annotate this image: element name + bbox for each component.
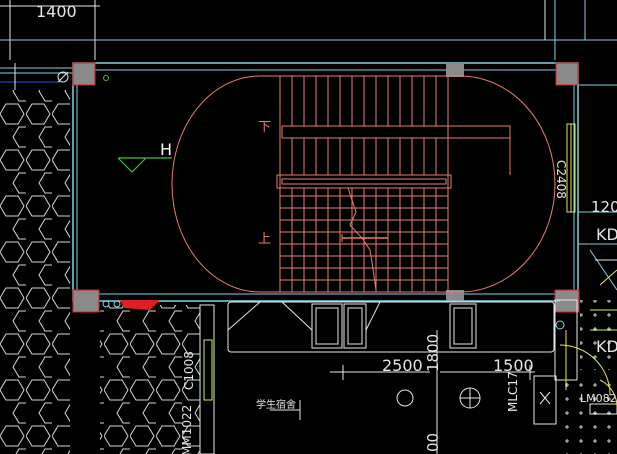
kd-label-top: KD — [596, 225, 617, 244]
door-mlc17-label: MLC17 — [506, 371, 520, 412]
dim-1500: 1500 — [493, 356, 534, 375]
level-marker-icon — [117, 157, 172, 173]
kd-label-bottom: KD — [596, 337, 617, 356]
dim-1400: 1400 — [36, 2, 77, 21]
window-c2408-label: C2408 — [554, 160, 568, 199]
cross-hatch-right — [580, 300, 617, 370]
window-c1008-label: C1008 — [182, 351, 196, 390]
window-c1008 — [203, 339, 213, 401]
dim-1800: 1800 — [424, 333, 442, 372]
column-bottom-left — [72, 289, 100, 313]
stairwell-wall — [72, 62, 579, 302]
door-mm1022-label: MM1022 — [180, 404, 194, 454]
level-mark-label: H — [160, 140, 173, 159]
column-top-right — [555, 62, 579, 86]
dim-120: 120 — [591, 198, 617, 216]
dim-bottom-00: 00 — [424, 432, 442, 452]
column-bottom-middle — [446, 290, 464, 302]
room-label: 学生宿舍 — [256, 400, 296, 411]
cross-hatch-bottom-right — [560, 380, 617, 454]
stair-down-label: 下 — [258, 120, 272, 135]
stair-treads — [279, 76, 448, 292]
column-top-left — [72, 62, 96, 86]
dim-2500: 2500 — [382, 356, 423, 375]
door-swing-red — [120, 300, 160, 310]
code-lm082-label: LM082 — [580, 392, 617, 405]
ground-hatch-bottom — [100, 305, 200, 454]
column-top-middle — [446, 63, 464, 77]
stair-up-label: 上 — [258, 232, 272, 247]
landing — [276, 174, 452, 189]
ground-hatch-left — [0, 90, 70, 454]
door-mlc17 — [533, 375, 557, 425]
stair-outline — [171, 75, 556, 293]
